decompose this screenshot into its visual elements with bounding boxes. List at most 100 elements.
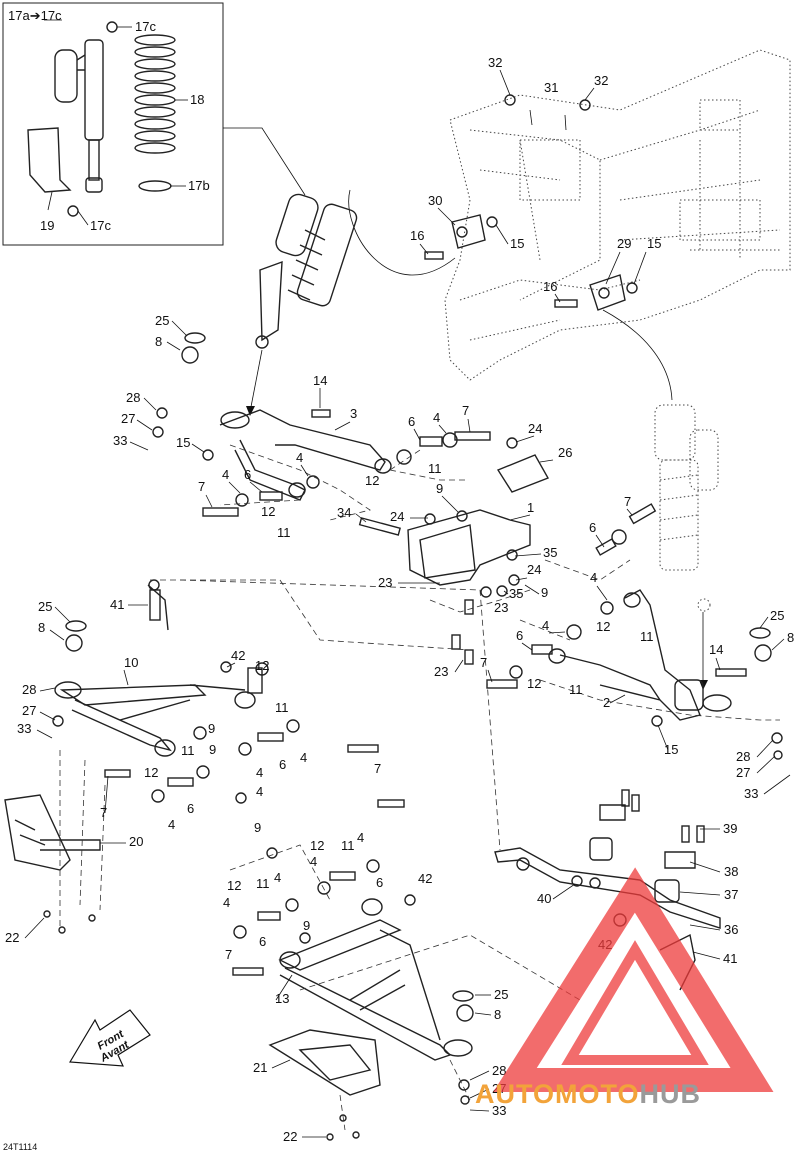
callout-4: 4 [222, 467, 229, 482]
callout-6: 6 [589, 520, 596, 535]
callout-4: 4 [542, 618, 549, 633]
callout-2: 2 [603, 695, 610, 710]
callout-4: 4 [256, 765, 263, 780]
callout-8: 8 [155, 334, 162, 349]
callout-23: 23 [434, 664, 448, 679]
callout-32: 32 [594, 73, 608, 88]
callout-28: 28 [22, 682, 36, 697]
lower-left-hardware [52, 579, 405, 859]
callout-39: 39 [723, 821, 737, 836]
callout-6: 6 [408, 414, 415, 429]
callout-leaders [24, 69, 791, 1138]
callout-33: 33 [492, 1103, 506, 1118]
skid-plate-21 [268, 1029, 381, 1096]
lower-a-arm-right [278, 898, 473, 1061]
upper-a-arm-left [219, 409, 392, 501]
callout-33: 33 [744, 786, 758, 801]
callout-9: 9 [208, 721, 215, 736]
inset-label-17a-17c: 17a➔17c [8, 8, 62, 23]
callout-8: 8 [494, 1007, 501, 1022]
callout-24: 24 [390, 509, 404, 524]
callout-27: 27 [22, 703, 36, 718]
callout-14: 14 [709, 642, 723, 657]
callout-6: 6 [376, 875, 383, 890]
callout-23: 23 [378, 575, 392, 590]
callout-34: 34 [337, 505, 351, 520]
upper-left-hardware [152, 332, 491, 517]
link-41-left [147, 584, 169, 631]
callout-9: 9 [436, 481, 443, 496]
callout-4: 4 [357, 830, 364, 845]
shock-inset: 17a➔17c 17c 18 17b 19 17c [2, 2, 224, 246]
callout-7: 7 [225, 947, 232, 962]
front-direction-arrow: Front Avant [68, 1009, 151, 1067]
inset-label-17c-top: 17c [135, 19, 156, 34]
callout-6: 6 [516, 628, 523, 643]
bracket-30 [451, 214, 486, 249]
callout-9: 9 [303, 918, 310, 933]
callout-15: 15 [664, 742, 678, 757]
callout-7: 7 [198, 479, 205, 494]
callout-23: 23 [494, 600, 508, 615]
callout-4: 4 [310, 854, 317, 869]
callout-labels: 32 32 31 30 16 15 29 15 16 25 8 14 3 28 … [5, 55, 794, 1144]
callout-26: 26 [558, 445, 572, 460]
callout-27: 27 [736, 765, 750, 780]
skid-plate-20 [4, 794, 71, 871]
callout-14: 14 [313, 373, 327, 388]
left-shock-drawing [255, 193, 358, 349]
reservoir-drawing [54, 49, 78, 103]
upper-right-hardware [486, 503, 783, 760]
right-shock-drawing [654, 404, 719, 612]
callout-3: 3 [350, 406, 357, 421]
lower-a-arm-left [54, 681, 256, 757]
callout-11: 11 [428, 461, 442, 476]
callout-7: 7 [374, 761, 381, 776]
callout-4: 4 [256, 784, 263, 799]
callout-30: 30 [428, 193, 442, 208]
callout-4: 4 [590, 570, 597, 585]
callout-42: 42 [231, 648, 245, 663]
callout-11: 11 [256, 876, 270, 891]
callout-25: 25 [155, 313, 169, 328]
callout-33: 33 [17, 721, 31, 736]
watermark-text: AUTOMOTOHUB [475, 1079, 701, 1109]
callout-11: 11 [569, 682, 583, 697]
callout-20: 20 [129, 834, 143, 849]
callout-7: 7 [100, 805, 107, 820]
watermark-triangle [493, 867, 774, 1092]
callout-4: 4 [300, 750, 307, 765]
callout-28: 28 [492, 1063, 506, 1078]
callout-35: 35 [543, 545, 557, 560]
callout-41: 41 [110, 597, 124, 612]
callout-6: 6 [187, 801, 194, 816]
callout-28: 28 [736, 749, 750, 764]
inset-label-17b: 17b [188, 178, 210, 193]
callout-12: 12 [310, 838, 324, 853]
callout-15: 15 [647, 236, 661, 251]
callout-22: 22 [5, 930, 19, 945]
inset-label-19: 19 [40, 218, 54, 233]
callout-24: 24 [528, 421, 542, 436]
callout-36: 36 [724, 922, 738, 937]
callout-12: 12 [527, 676, 541, 691]
callout-7: 7 [462, 403, 469, 418]
watermark-auto: AUTO [475, 1079, 555, 1109]
callout-6: 6 [279, 757, 286, 772]
callout-27: 27 [121, 411, 135, 426]
watermark-moto: MOTO [555, 1079, 640, 1109]
callout-42: 42 [418, 871, 432, 886]
bracket-26 [496, 454, 550, 493]
lower-right-hardware [232, 859, 474, 1105]
callout-25: 25 [770, 608, 784, 623]
callout-9: 9 [209, 742, 216, 757]
callout-37: 37 [724, 887, 738, 902]
callout-1: 1 [527, 500, 534, 515]
callout-40: 40 [537, 891, 551, 906]
callout-29: 29 [617, 236, 631, 251]
callout-15: 15 [176, 435, 190, 450]
callout-12: 12 [144, 765, 158, 780]
callout-8: 8 [38, 620, 45, 635]
callout-33: 33 [113, 433, 127, 448]
